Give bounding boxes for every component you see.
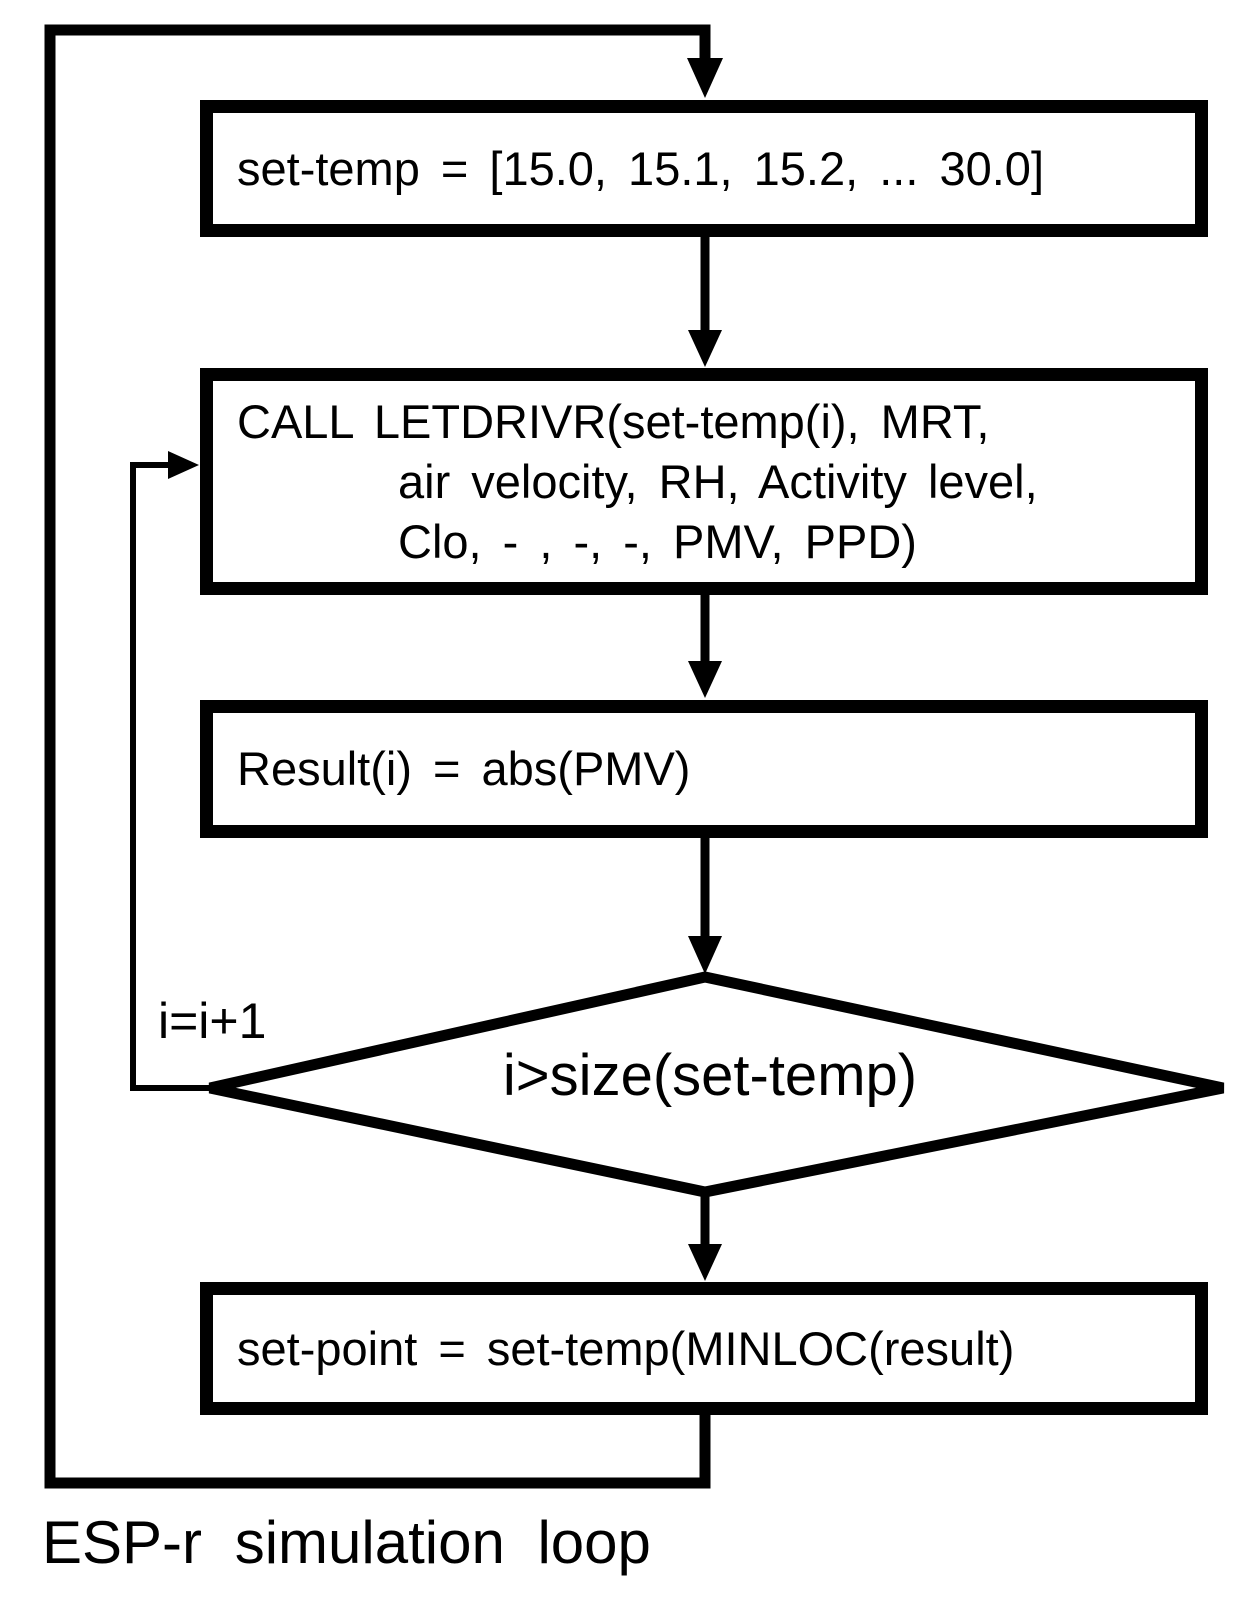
arrow-decision-to-setpoint-arrowhead (688, 1244, 722, 1281)
diagram-caption: ESP-r simulation loop (42, 1509, 651, 1576)
esp-r-loop-arrowhead (687, 58, 723, 98)
increment-loop-line (130, 462, 210, 1091)
esp-r-loop-line (44, 24, 711, 1489)
process-box-set-temp: set-temp = [15.0, 15.1, 15.2, ... 30.0] (200, 100, 1208, 237)
process-box-result: Result(i) = abs(PMV) (200, 700, 1208, 838)
increment-label: i=i+1 (158, 993, 267, 1049)
arrow-result-to-decision-arrowhead (688, 936, 722, 974)
process-box-call-letdrivr: CALL LETDRIVR(set-temp(i), MRT, air velo… (200, 368, 1208, 595)
arrow-settemp-to-call-arrowhead (688, 330, 722, 367)
increment-loop-arrowhead (168, 451, 199, 479)
call-letdrivr-line3: Clo, - , -, -, PMV, PPD) (398, 514, 917, 568)
set-temp-text: set-temp = [15.0, 15.1, 15.2, ... 30.0] (237, 141, 1044, 195)
call-letdrivr-line1: CALL LETDRIVR(set-temp(i), MRT, (237, 394, 990, 448)
set-point-text: set-point = set-temp(MINLOC(result) (237, 1321, 1015, 1375)
process-box-set-point: set-point = set-temp(MINLOC(result) (200, 1282, 1208, 1415)
result-text: Result(i) = abs(PMV) (237, 742, 691, 796)
decision-diamond-label: i>size(set-temp) (502, 1043, 918, 1108)
call-letdrivr-line2: air velocity, RH, Activity level, (398, 454, 1038, 508)
arrow-call-to-result-arrowhead (688, 661, 722, 698)
